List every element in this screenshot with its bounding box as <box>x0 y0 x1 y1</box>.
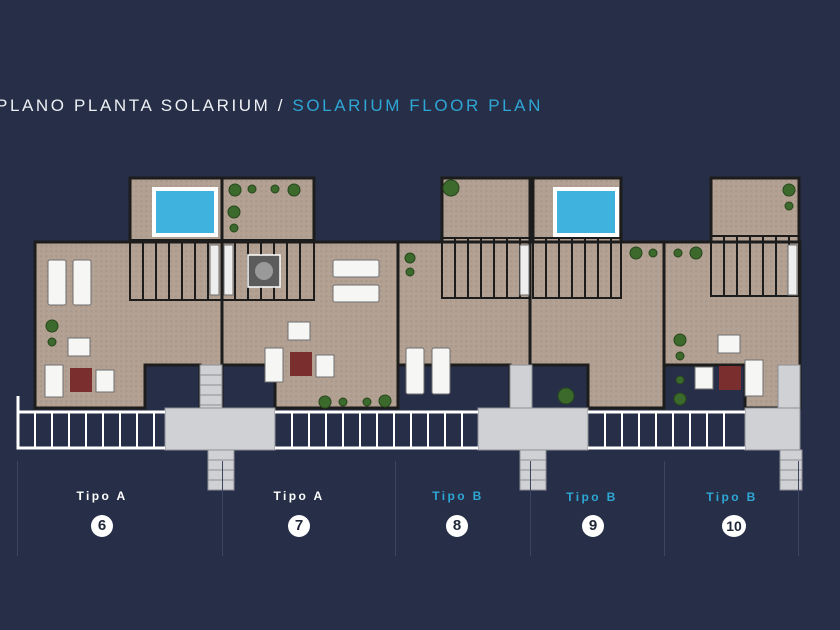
pools <box>152 187 619 237</box>
railing-posts <box>34 412 725 448</box>
unit-divider <box>530 461 531 556</box>
dining-set <box>247 254 281 288</box>
lounge-seating <box>44 321 764 398</box>
unit-type-label: Tipo B <box>432 489 484 503</box>
unit-type-label: Tipo B <box>706 490 758 504</box>
title-english: SOLARIUM FLOOR PLAN <box>292 96 544 115</box>
title-spanish: PLANO PLANTA SOLARIUM <box>0 96 271 115</box>
rugs <box>70 352 741 392</box>
plants <box>45 179 796 409</box>
unit-type-label: Tipo A <box>273 489 325 503</box>
unit-number-badge: 10 <box>722 515 746 537</box>
unit-type-label: Tipo A <box>76 489 128 503</box>
sun-loungers <box>47 259 451 395</box>
unit-number-badge: 7 <box>288 515 310 537</box>
stairs <box>164 364 803 491</box>
plan-title: PLANO PLANTA SOLARIUM / SOLARIUM FLOOR P… <box>0 96 543 116</box>
unit-divider <box>17 461 18 556</box>
unit-divider <box>798 461 799 556</box>
unit-divider <box>395 461 396 556</box>
unit-number-badge: 6 <box>91 515 113 537</box>
unit-divider <box>664 461 665 556</box>
title-separator: / <box>277 96 286 115</box>
unit-number-badge: 9 <box>582 515 604 537</box>
unit-number-badge: 8 <box>446 515 468 537</box>
unit-divider <box>222 461 223 556</box>
terraces <box>33 240 802 410</box>
stair-treads <box>200 374 802 481</box>
unit-type-label: Tipo B <box>566 490 618 504</box>
shower-units <box>209 244 798 296</box>
